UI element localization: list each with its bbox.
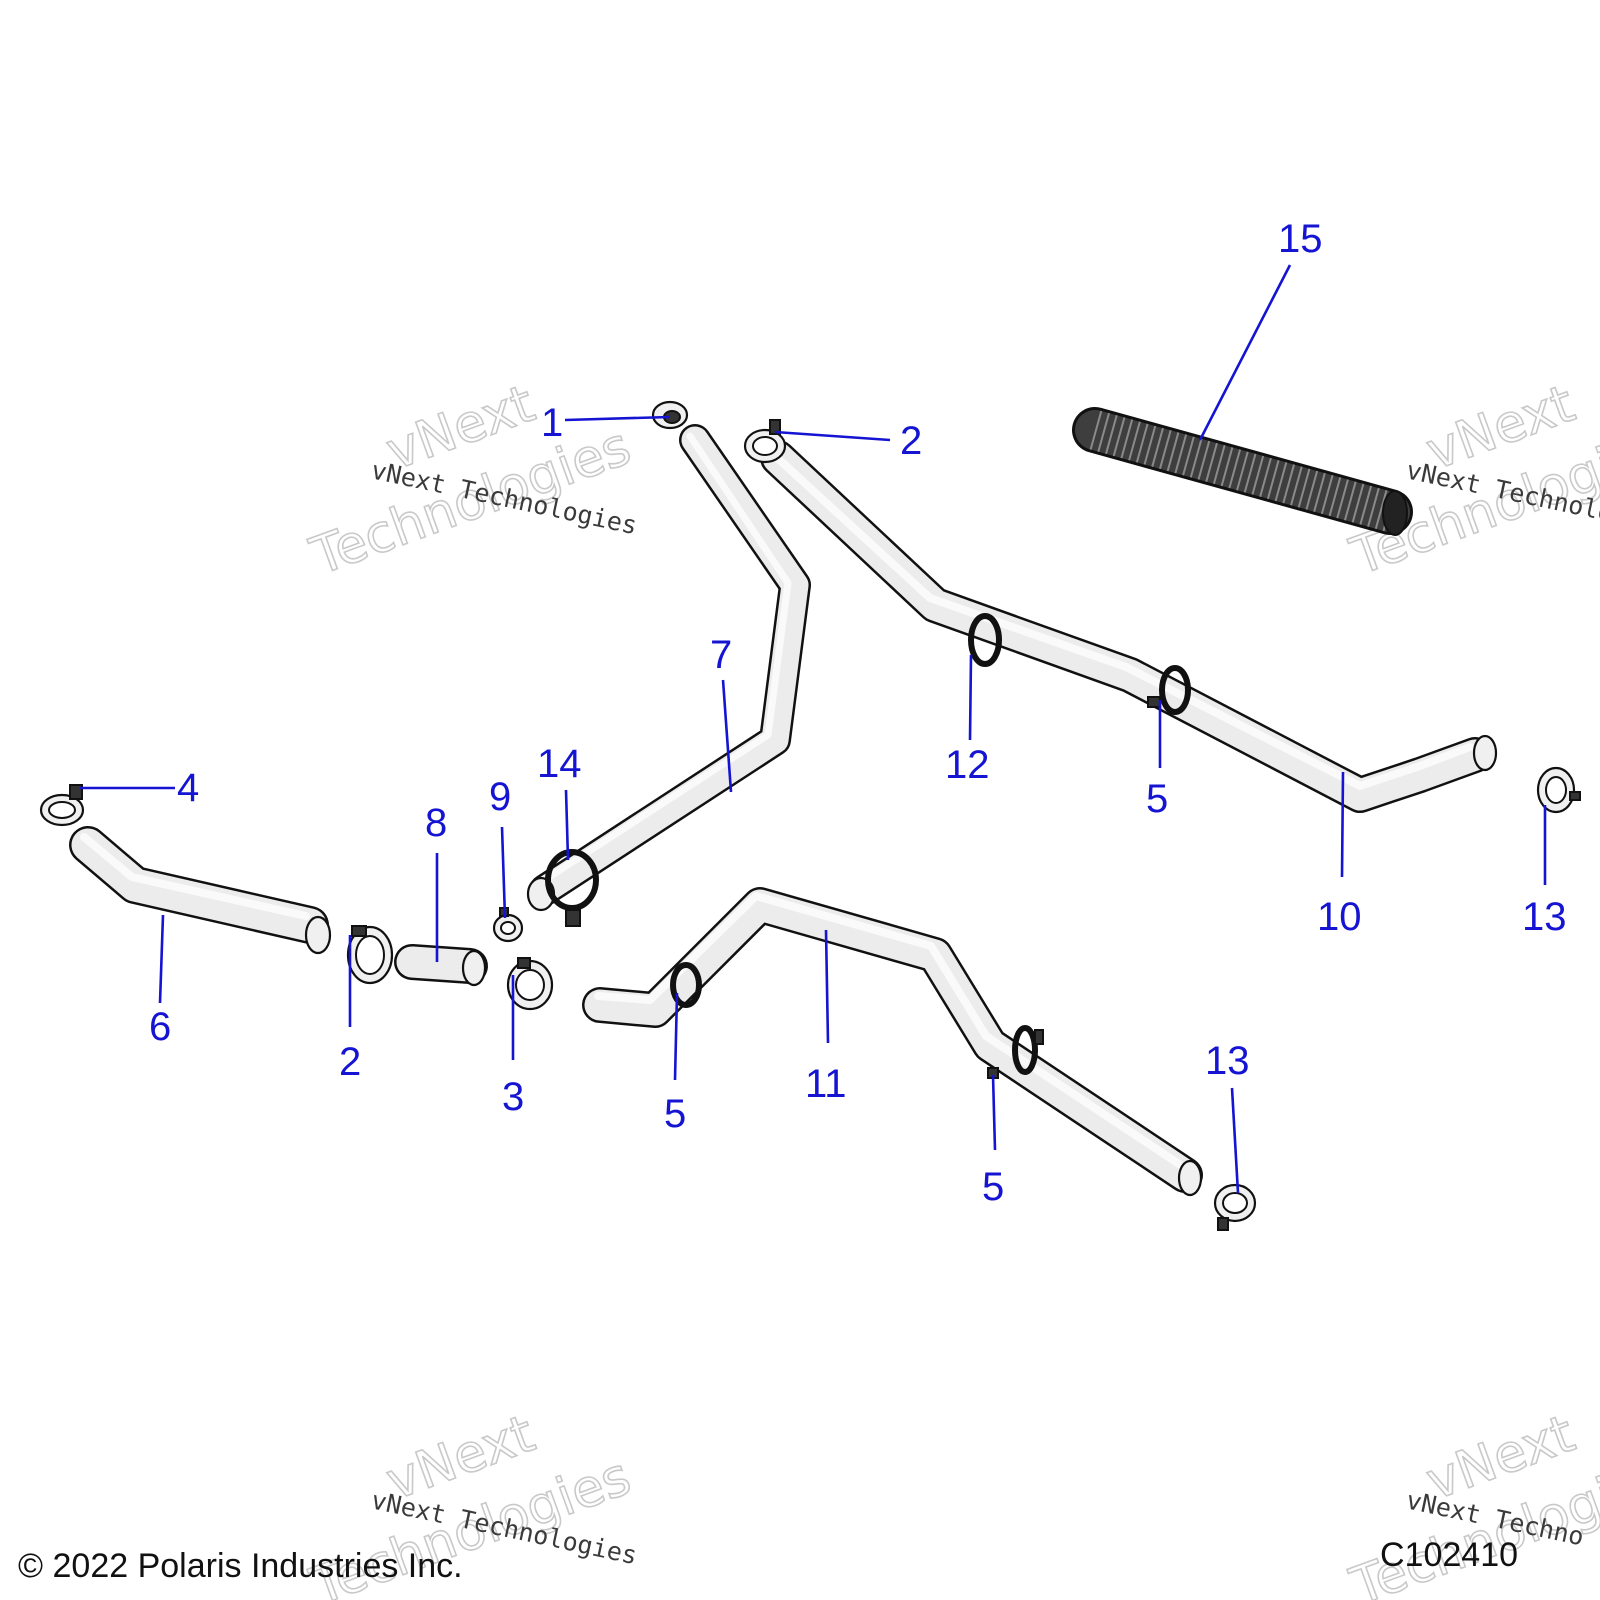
hose-10 [760,440,1498,813]
watermark-top-left: vNext Technologies vNext Technologies [302,373,640,588]
callout-11: 11 [805,1062,847,1106]
clamp-5-lower-right [987,1025,1044,1079]
callout-8: 8 [425,801,447,845]
callout-2-top: 2 [900,419,922,463]
clamp-5-lower-left [670,962,702,1008]
clamp-13-lower [1213,1183,1257,1231]
callout-5-lower-right: 5 [982,1165,1004,1209]
hose-11 [582,887,1203,1197]
callout-labels: 1 2 2 3 4 5 5 5 6 7 8 9 10 11 12 13 13 1… [149,217,1567,1209]
clamp-2-left [346,925,394,985]
callout-13-right: 13 [1522,895,1567,939]
callout-1: 1 [541,401,563,445]
callout-5-lower-left: 5 [664,1092,686,1136]
clamp-13-right [1536,766,1581,814]
callout-10: 10 [1317,895,1362,939]
leader-lines [80,264,1547,1194]
callout-14: 14 [537,742,582,786]
watermark-top-right: vNext Technologies vNext Technolo [1342,373,1600,588]
clamp-3 [506,957,554,1011]
sleeve-15 [1072,407,1413,536]
callout-15: 15 [1278,217,1323,261]
callout-9: 9 [489,775,511,819]
hose-8 [394,944,488,987]
callout-4: 4 [177,766,199,810]
callout-6: 6 [149,1005,171,1049]
cap-1 [651,400,689,430]
callout-5-upper: 5 [1146,777,1168,821]
clamp-9 [492,907,524,943]
callout-3: 3 [502,1075,524,1119]
hose-6 [69,826,332,955]
copyright-text: © 2022 Polaris Industries Inc. [18,1547,463,1585]
bracket-14 [545,849,599,927]
callout-2-bottom: 2 [339,1040,361,1084]
figure-id: C102410 [1380,1536,1518,1574]
hose-7 [526,424,811,912]
clamp-2-top [743,419,787,464]
callout-13-lower: 13 [1205,1039,1250,1083]
callout-12: 12 [945,743,990,787]
grommet-12 [968,613,1002,667]
callout-7: 7 [710,633,732,677]
clamp-4 [39,784,85,827]
